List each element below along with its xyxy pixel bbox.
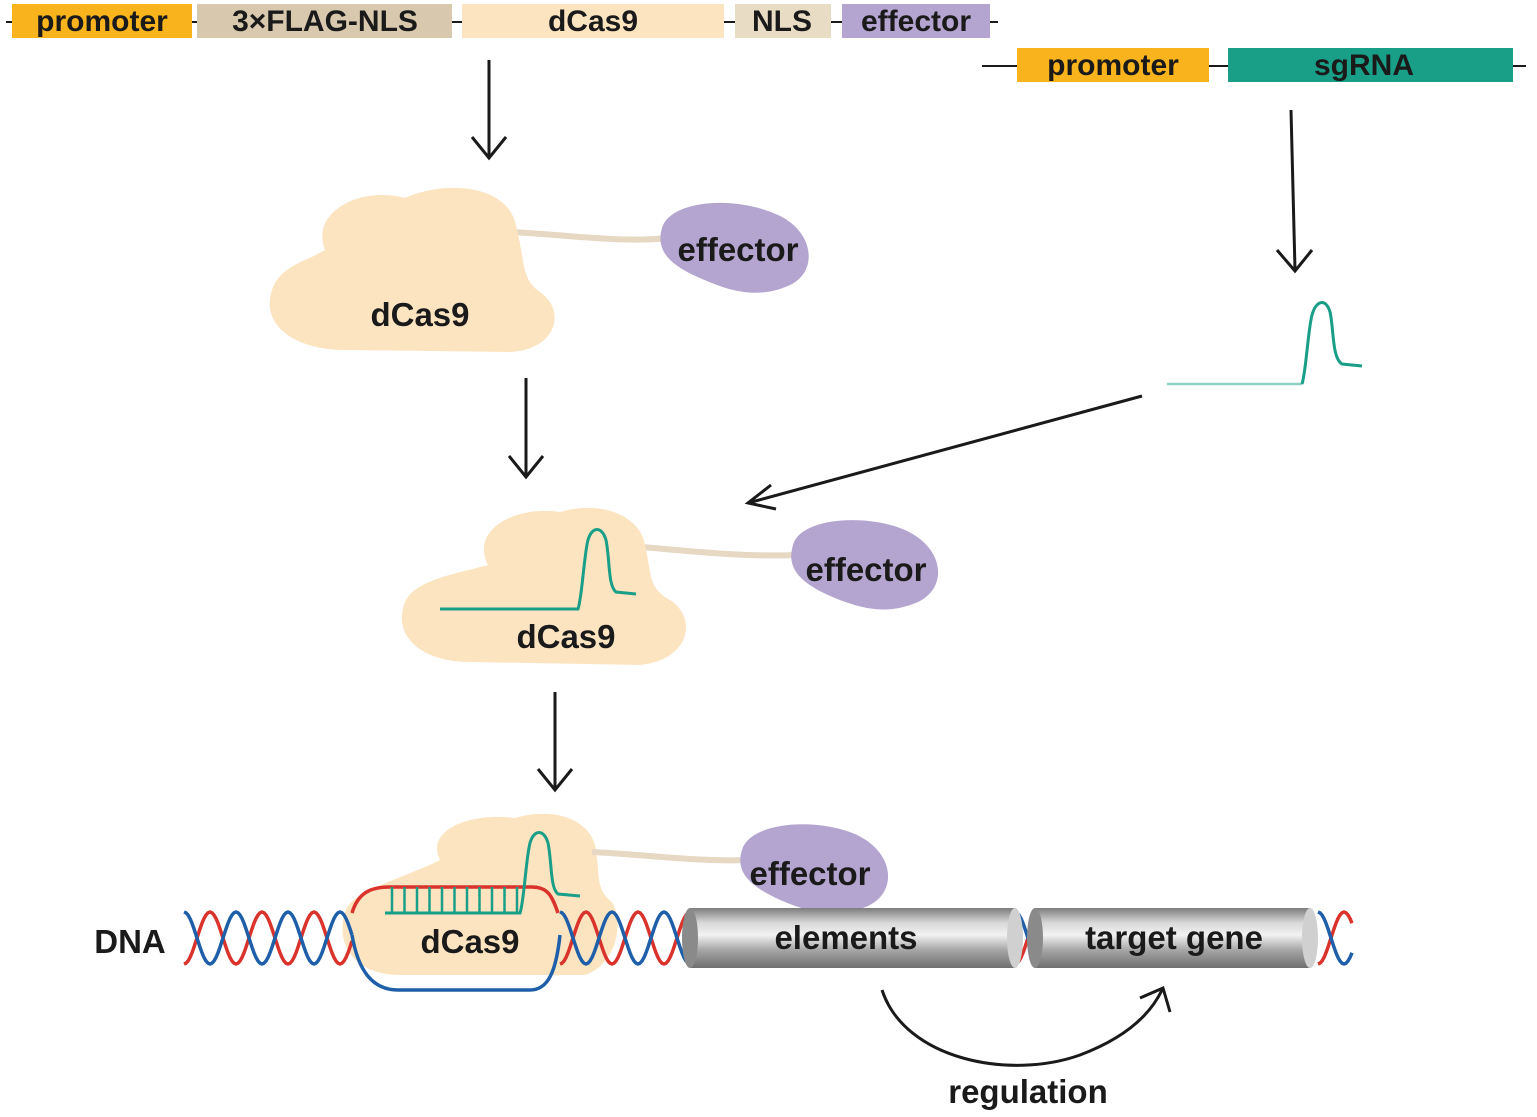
- fusion-protein: dCas9 effector: [269, 187, 809, 352]
- dna-helix-right: [1317, 910, 1354, 966]
- flag-nls-box: [197, 4, 452, 38]
- cas9-promoter-box: [12, 4, 192, 38]
- dna-sgrna: [385, 831, 581, 915]
- dna-bubble-top-strand: [350, 885, 560, 914]
- cas9-promoter-label: promoter: [36, 5, 168, 38]
- sgrna-promoter-box: [1017, 48, 1209, 82]
- dna-helix-middle: [559, 910, 691, 966]
- target-gene-label: target gene: [1085, 919, 1263, 956]
- dna-effector-label: effector: [749, 855, 870, 892]
- elements-label: elements: [774, 919, 917, 956]
- complex-dcas9-shape: [401, 507, 686, 665]
- dna-bound-complex: effector dCas9 DNA elements target gene: [94, 813, 1354, 1110]
- dcas9-gene-box: [462, 4, 724, 38]
- dna-helix: [183, 910, 1354, 966]
- nls-label: NLS: [752, 5, 812, 38]
- regulation-arrow: [880, 985, 1172, 1067]
- dcas9-protein-shape: [269, 187, 555, 352]
- dna-label: DNA: [94, 923, 166, 960]
- complex-sgrna: [440, 528, 637, 611]
- sgrna-molecule: [1167, 301, 1363, 386]
- cas9-sgrna-complex: dCas9 effector: [401, 507, 939, 665]
- sgrna-base-pairs: [390, 887, 519, 913]
- dna-effector-shape: [740, 824, 889, 914]
- arrow-sgrna-transcription: [1275, 109, 1314, 274]
- dna-bubble-bottom-strand: [350, 934, 562, 992]
- cas9-construct: promoter 3×FLAG-NLS dCas9 NLS effector: [6, 4, 998, 38]
- dcas9-gene-label: dCas9: [548, 5, 638, 38]
- sgrna-promoter-label: promoter: [1047, 49, 1179, 82]
- fusion-effector-label: effector: [677, 231, 798, 268]
- sgrna-gene-box: [1228, 48, 1513, 82]
- target-gene-region: target gene: [1027, 908, 1318, 968]
- complex-dcas9-label: dCas9: [516, 618, 615, 655]
- effector-gene-box: [842, 4, 990, 38]
- complex-effector-shape: [791, 520, 939, 610]
- arrow-complex-to-dna: [536, 692, 574, 793]
- dna-linker: [591, 849, 749, 864]
- flag-nls-label: 3×FLAG-NLS: [232, 5, 418, 38]
- dna-dcas9-label: dCas9: [420, 923, 519, 960]
- complex-linker: [641, 544, 796, 559]
- arrow-construct-to-protein: [470, 60, 508, 161]
- arrow-protein-to-complex: [507, 378, 545, 480]
- protein-linker: [511, 229, 669, 243]
- regulation-label: regulation: [948, 1073, 1108, 1110]
- elements-region: elements: [682, 908, 1023, 968]
- nls-box: [735, 4, 831, 38]
- fusion-dcas9-label: dCas9: [370, 296, 469, 333]
- effector-protein-shape: [660, 202, 809, 293]
- sgrna-construct: promoter sgRNA: [982, 48, 1526, 82]
- sgrna-gene-label: sgRNA: [1314, 49, 1414, 82]
- effector-gene-label: effector: [861, 5, 971, 38]
- complex-effector-label: effector: [805, 551, 926, 588]
- dna-helix-left: [183, 910, 354, 966]
- arrow-sgrna-to-complex: [744, 394, 1143, 511]
